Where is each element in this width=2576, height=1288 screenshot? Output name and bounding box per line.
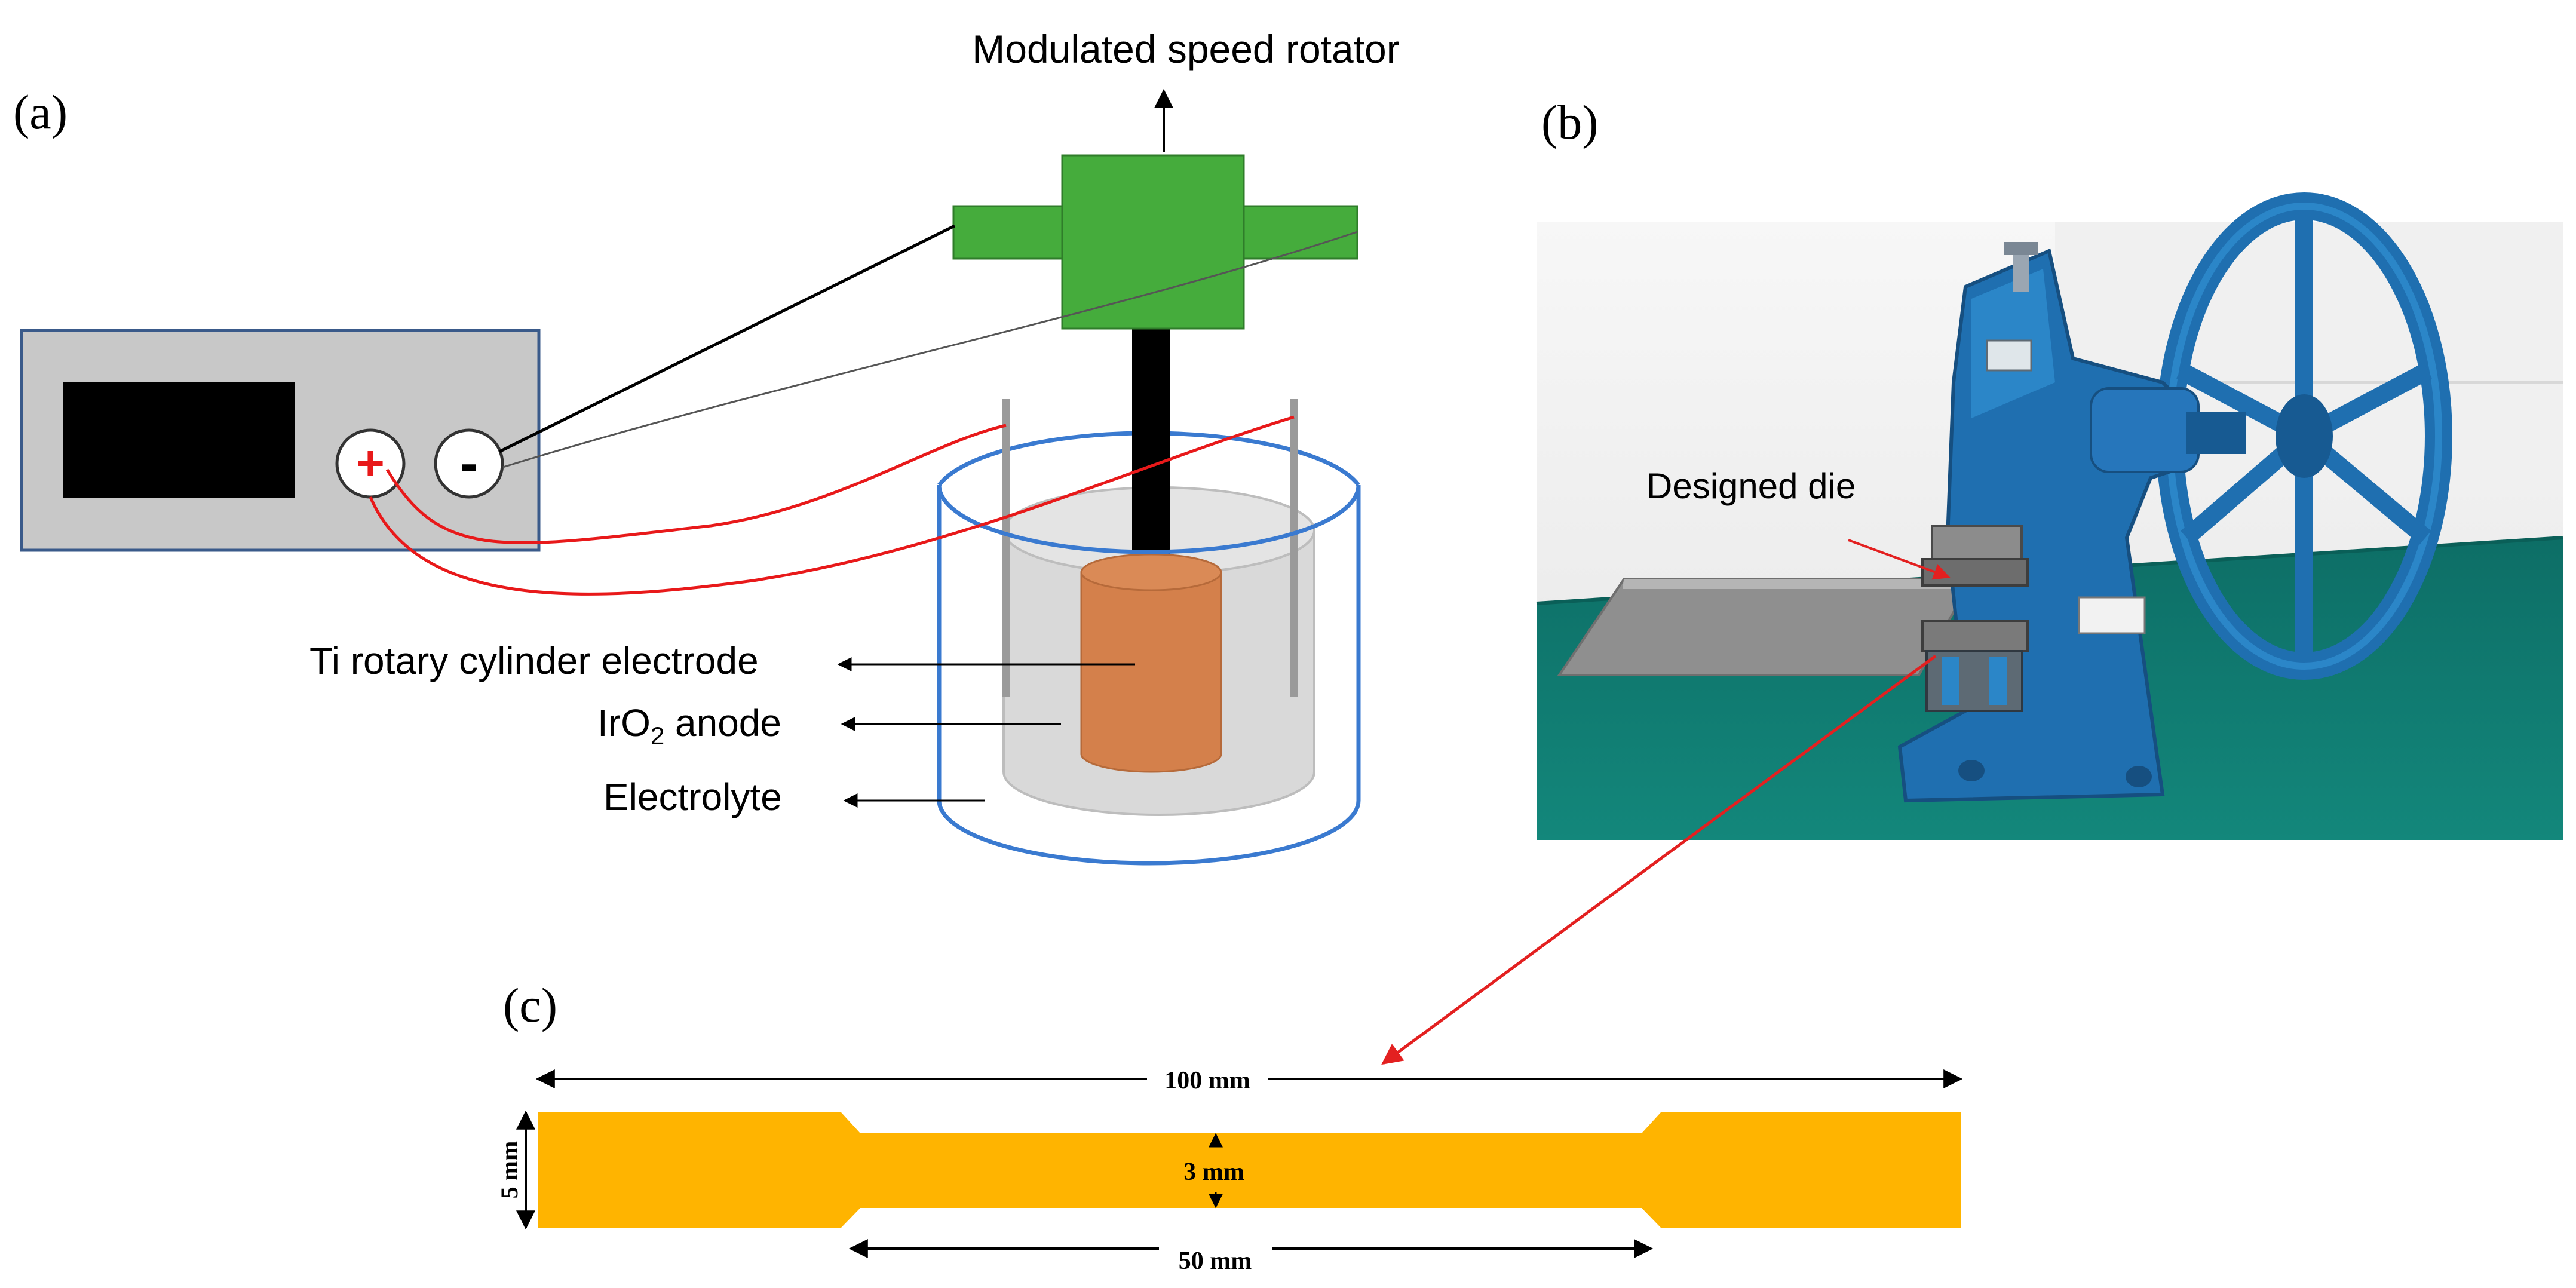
rotator-shaft — [1132, 327, 1170, 572]
anode-label-rest: anode — [664, 701, 781, 744]
die-label: Designed die — [1646, 466, 1856, 506]
rotator-arm-left — [952, 205, 1063, 260]
rotator-body — [1061, 154, 1245, 330]
beaker-rim-front — [937, 484, 1361, 554]
positive-sign: + — [356, 436, 385, 490]
panel-c-label: (c) — [503, 978, 557, 1032]
metal-sheet-edge — [1623, 579, 1971, 589]
gauge-length-label: 50 mm — [1179, 1247, 1252, 1275]
negative-terminal — [434, 428, 504, 499]
wire-negative-thin — [502, 231, 1358, 468]
anode-rod-right — [1290, 399, 1298, 697]
panel-a: (a) + - Modulated speed rotator — [13, 27, 1400, 866]
wire-positive-left — [385, 424, 1007, 545]
ti-cylinder-top — [1080, 553, 1222, 591]
width-label: 5 mm — [496, 1141, 523, 1199]
negative-sign: - — [460, 434, 478, 493]
metal-sheet — [1557, 578, 1974, 676]
ti-cylinder-electrode — [1080, 571, 1222, 773]
anode-label: IrO2 anode — [597, 701, 781, 750]
panel-b: (b) — [1536, 95, 2563, 840]
power-supply-display — [63, 382, 295, 498]
panel-b-label: (b) — [1541, 95, 1599, 149]
rotator-label: Modulated speed rotator — [972, 27, 1399, 71]
length-label: 100 mm — [1164, 1067, 1250, 1094]
wire-negative-to-rotator — [498, 224, 956, 453]
dogbone-specimen — [538, 1112, 1961, 1228]
anode-rod-left — [1002, 399, 1010, 697]
panel-a-label: (a) — [13, 85, 68, 139]
die-to-specimen-arrow — [1381, 654, 1937, 1065]
panel-c: (c) 100 mm 5 mm 3 mm 50 mm — [496, 978, 1963, 1275]
electrolyte-label: Electrolyte — [603, 775, 782, 818]
die-label-arrow — [1848, 539, 1951, 580]
anode-label-sub: 2 — [651, 722, 664, 750]
cathode-label: Ti rotary cylinder electrode — [309, 639, 759, 682]
beaker-bottom — [937, 800, 1361, 866]
press-photo — [1536, 192, 2563, 840]
anode-label-main: IrO — [597, 701, 651, 744]
gauge-width-label: 3 mm — [1183, 1158, 1244, 1186]
wire-positive-right — [369, 415, 1295, 596]
